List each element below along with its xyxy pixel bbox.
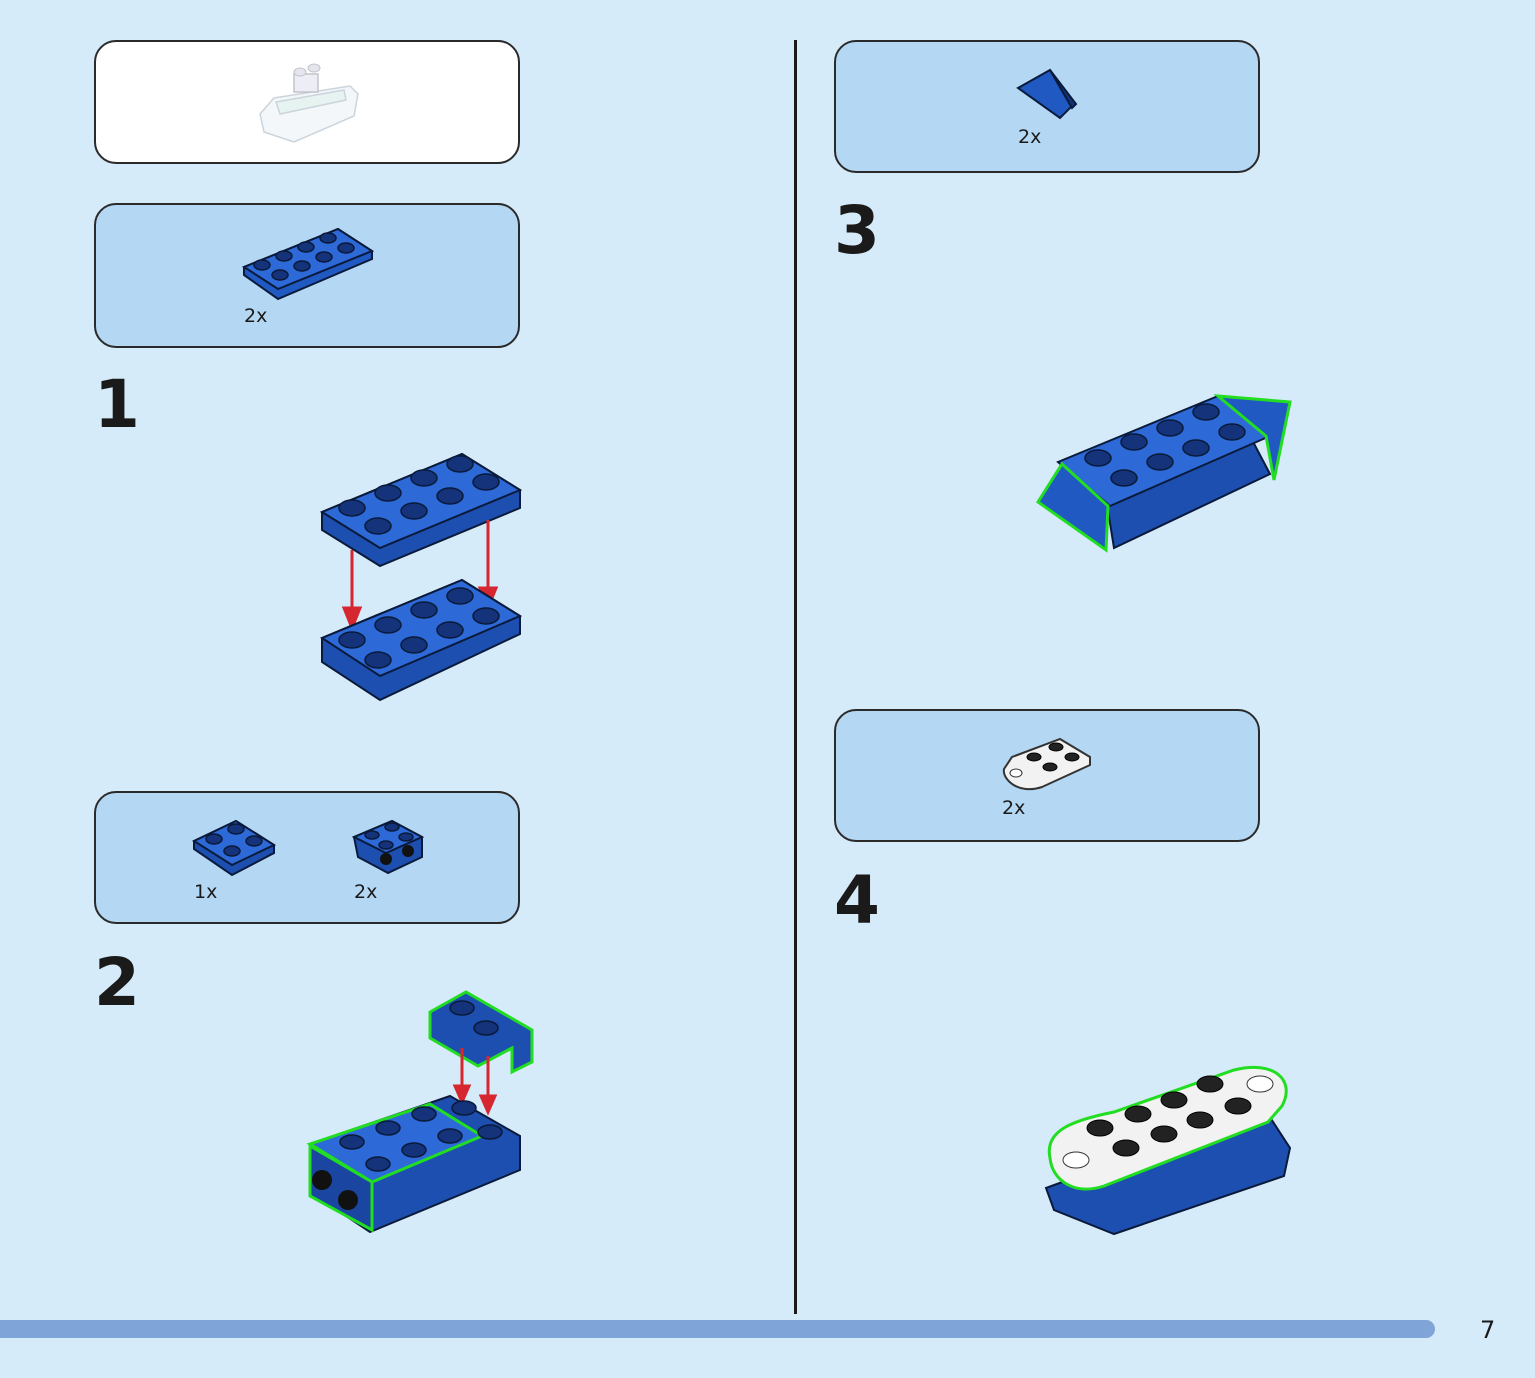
parts-callout-step4: 2x — [834, 709, 1260, 842]
blue-2x2-bracket-icon — [351, 819, 425, 875]
step3-build-illustration — [1035, 394, 1292, 553]
parts-callout-step2: 1x 2x — [94, 791, 520, 924]
part-quantity: 2x — [1002, 797, 1026, 819]
progress-bar — [0, 1320, 1435, 1338]
blue-2x4-plate-icon — [241, 227, 375, 301]
part-quantity: 2x — [1018, 126, 1042, 148]
step4-build-illustration — [1044, 1065, 1292, 1236]
column-divider — [794, 40, 797, 1314]
step-number: 4 — [834, 862, 880, 939]
step1-build-illustration — [319, 452, 523, 702]
step-number: 2 — [94, 944, 140, 1021]
model-preview-box — [94, 40, 520, 164]
parts-callout-step3: 2x — [834, 40, 1260, 173]
page-number: 7 — [1480, 1316, 1496, 1344]
blue-slope-wedge-icon — [1016, 68, 1078, 120]
part-quantity: 2x — [244, 305, 268, 327]
step-number: 3 — [834, 192, 880, 269]
step-number: 1 — [94, 366, 140, 443]
boat-model-preview-icon — [259, 63, 359, 143]
parts-callout-step1: 2x — [94, 203, 520, 348]
white-round-end-plate-icon — [1002, 737, 1091, 790]
part-quantity: 1x — [194, 881, 218, 903]
part-quantity: 2x — [354, 881, 378, 903]
blue-2x2-plate-icon — [191, 819, 277, 877]
step2-build-illustration — [306, 990, 534, 1234]
